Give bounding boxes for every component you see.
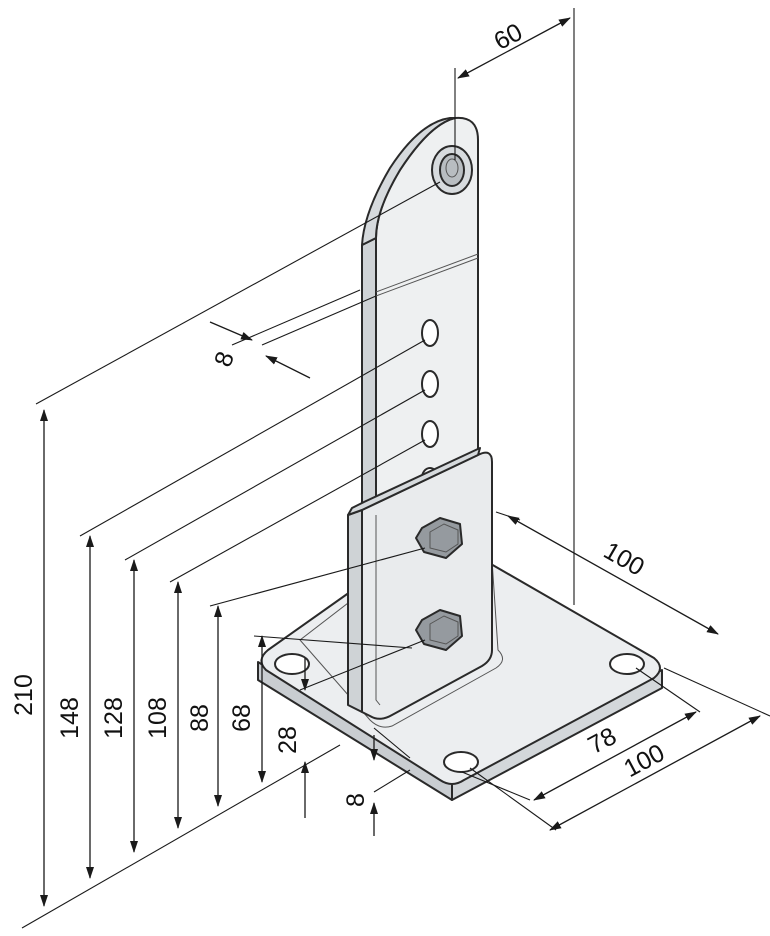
mount-hole-left	[274, 653, 310, 675]
sleeve-top-lip	[347, 447, 481, 516]
mount-hole-right	[609, 653, 645, 675]
label-68: 68	[228, 704, 256, 732]
label-88: 88	[186, 704, 214, 732]
label-128: 128	[100, 697, 128, 739]
label-108: 108	[144, 697, 172, 739]
bolt-upper	[415, 517, 463, 559]
sleeve-side	[347, 509, 363, 713]
upper-blade-shoulder	[361, 117, 456, 246]
dimline-blade-8-b	[265, 355, 311, 379]
base-plate-pad	[299, 559, 503, 728]
adjust-hole-2	[421, 370, 439, 398]
label-210: 210	[10, 674, 38, 716]
adjust-hole-3	[421, 420, 439, 448]
bolt-upper-head	[415, 517, 463, 559]
bolt-lower-face	[429, 615, 459, 645]
mount-hole-front	[443, 751, 479, 773]
dimline-100-depth	[507, 515, 719, 635]
label-28: 28	[274, 726, 302, 754]
dimline-100-width	[549, 715, 761, 831]
label-60: 60	[489, 18, 527, 56]
label-100-depth: 100	[599, 537, 649, 582]
label-100-width: 100	[619, 739, 669, 783]
pivot-eye-inner	[439, 153, 465, 187]
bolt-upper-face	[429, 523, 459, 553]
bolt-lower-head	[415, 609, 463, 651]
bolt-lower	[415, 609, 463, 651]
label-blade-8: 8	[209, 348, 240, 371]
adjust-hole-1	[421, 319, 439, 347]
label-148: 148	[56, 697, 84, 739]
upper-blade	[361, 116, 479, 521]
dimension-lines	[40, 17, 761, 907]
dimline-60	[457, 17, 571, 79]
blade-fold-line	[375, 253, 479, 293]
dimline-blade-8-a	[209, 321, 253, 341]
extension-lines	[21, 8, 770, 929]
label-plate-8: 8	[342, 793, 370, 807]
upper-blade-side	[361, 237, 377, 521]
blade-fold-line-2	[375, 257, 479, 297]
sleeve-window	[375, 515, 381, 706]
pivot-eye-core	[445, 158, 459, 178]
